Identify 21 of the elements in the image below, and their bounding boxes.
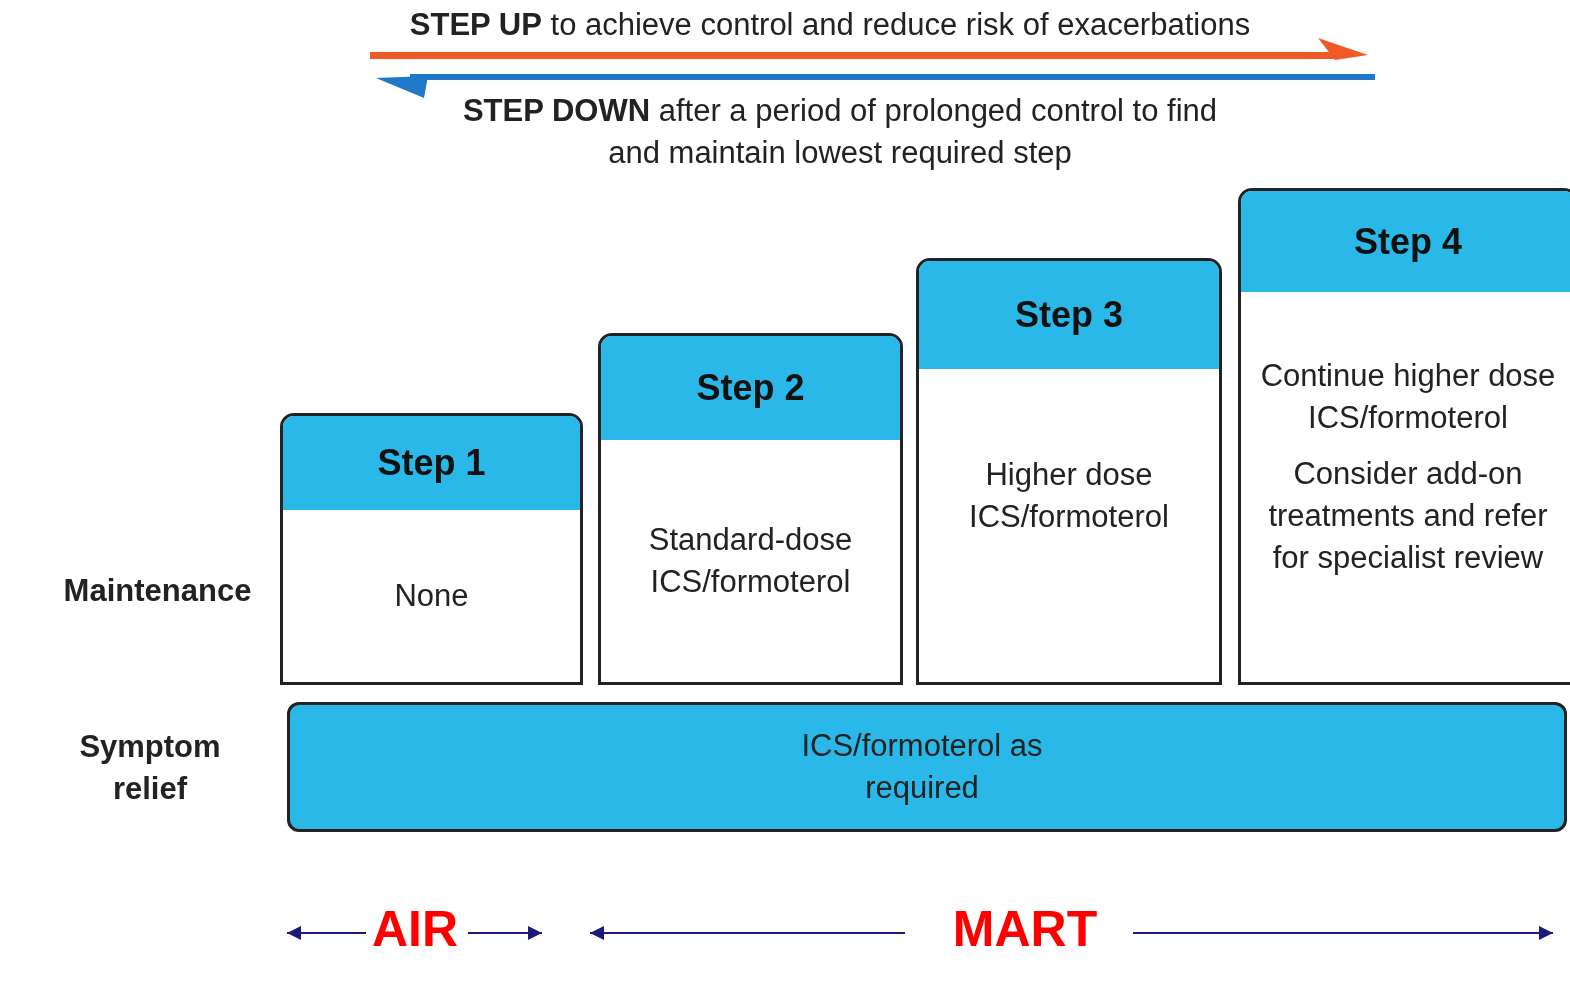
treatment-text: None [394,577,469,615]
step-box [598,333,903,685]
row-label: Maintenance [62,572,253,610]
treatment-text: Higher dose ICS/formoterol [968,455,1170,536]
instruction-text: STEP DOWN after a period of prolonged control to find and maintain lowest required step [461,92,1219,172]
span-label: AIR [370,900,460,958]
step-box [916,258,1222,685]
relief-bar [287,702,1567,832]
step-heading: Step 3 [1014,294,1123,336]
bar-text: ICS/formoterol as required [800,727,1044,807]
step-heading: Step 1 [377,442,486,484]
treatment-text: Standard-dose ICS/formoterol [647,521,854,601]
row-label: Symptom relief [78,728,222,808]
treatment-text: Consider add-on treatments and refer for specialist review [1267,455,1549,577]
step-box [1238,188,1570,685]
step-heading: Step 4 [1353,220,1462,263]
instruction-text: STEP UP to achieve control and reduce risk of exacerbations [408,6,1252,44]
step-box [280,413,583,685]
step-heading: Step 2 [696,367,805,409]
treatment-text: Continue higher dose ICS/formoterol [1259,357,1557,437]
span-label: MART [951,900,1099,958]
